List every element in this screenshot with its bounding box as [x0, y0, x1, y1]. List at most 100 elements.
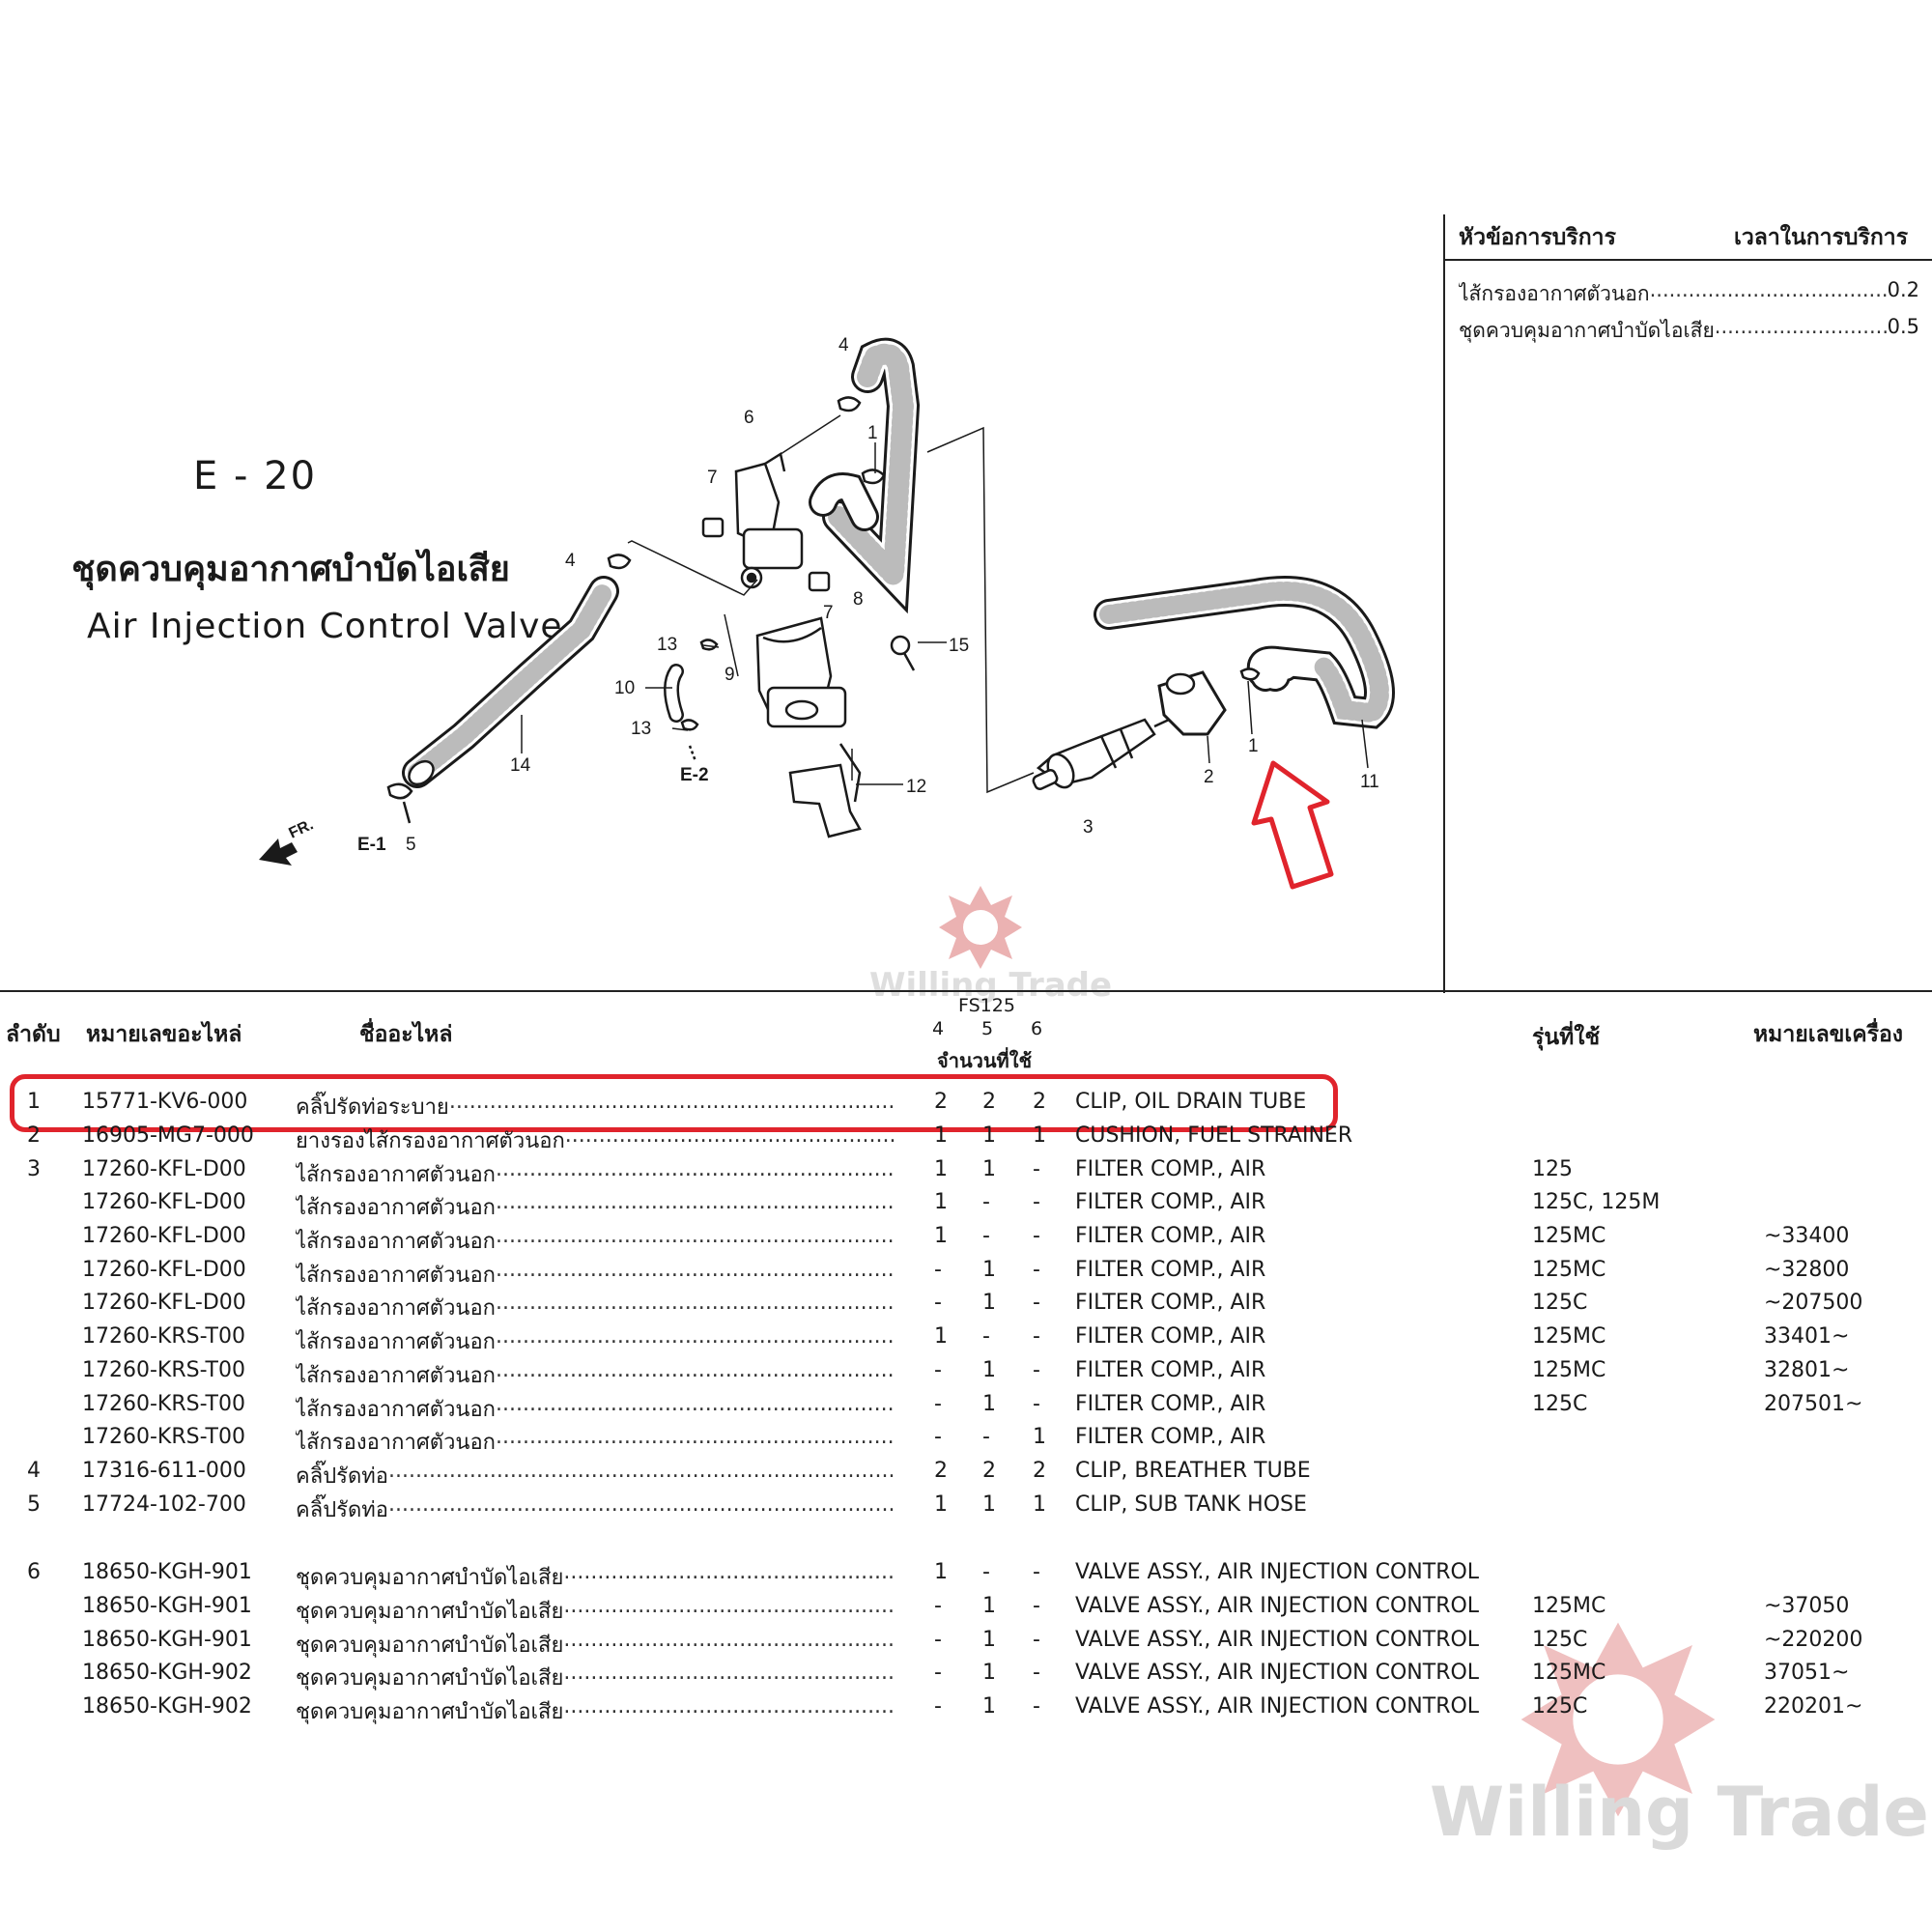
qty-5: -: [982, 1190, 990, 1214]
qty-6: -: [1033, 1661, 1040, 1685]
ref-number: 4: [27, 1459, 41, 1483]
model-used: 125MC: [1532, 1594, 1606, 1618]
qty-4: -: [934, 1628, 942, 1652]
service-box-rule: [1443, 259, 1932, 261]
part-name-thai: คลิ๊ปรัดท่อ: [296, 1498, 388, 1522]
service-item-header: หัวข้อการบริการ: [1459, 225, 1616, 250]
qty-6: -: [1033, 1594, 1040, 1618]
part-name-thai: ชุดควบคุมอากาศบำบัดไอเสีย: [296, 1600, 564, 1624]
page-title-thai: ชุดควบคุมอากาศบำบัดไอเสีย: [71, 550, 510, 589]
bracket-12: [788, 743, 862, 838]
part-name-thai-cell: ไส้กรองอากาศตัวนอก: [296, 1190, 895, 1224]
service-item: ชุดควบคุมอากาศบำบัดไอเสีย 0.5: [1459, 315, 1919, 347]
ref-number: 1: [27, 1090, 41, 1114]
part-name-thai: ชุดควบคุมอากาศบำบัดไอเสีย: [296, 1700, 564, 1724]
callout-label: 14: [510, 755, 531, 776]
qty-6: -: [1033, 1190, 1040, 1214]
valve-6: [734, 452, 804, 589]
grommet-7-a: [701, 517, 724, 538]
part-name-thai: คลิ๊ปรัดท่อระบาย: [296, 1095, 449, 1120]
leader-dots: [496, 1392, 895, 1426]
leader-dots: [563, 1628, 895, 1662]
leader-lines: [521, 414, 1369, 794]
qty-4: -: [934, 1694, 942, 1719]
part-name-thai: ไส้กรองอากาศตัวนอก: [296, 1196, 497, 1220]
leader-dots: [388, 1492, 895, 1526]
engine-number: 37051~: [1764, 1661, 1850, 1685]
qty-5: 1: [982, 1628, 996, 1652]
callout-label: 3: [1083, 817, 1094, 838]
part-name-thai: ยางรองไส้กรองอากาศตัวนอก: [296, 1129, 565, 1153]
service-item: ไส้กรองอากาศตัวนอก 0.2: [1459, 278, 1919, 310]
model-used: 125C: [1532, 1694, 1588, 1719]
part-number: 18650-KGH-901: [82, 1594, 252, 1618]
part-name-thai-cell: ชุดควบคุมอากาศบำบัดไอเสีย: [296, 1560, 895, 1594]
col-header-part-no: หมายเลขอะไหล่: [86, 1022, 242, 1047]
part-name-english: FILTER COMP., AIR: [1075, 1425, 1266, 1449]
part-name-thai-cell: ไส้กรองอากาศตัวนอก: [296, 1392, 895, 1426]
hose-11: [1094, 576, 1395, 729]
col-header-ref: ลำดับ: [6, 1022, 61, 1047]
leader-dots: [496, 1157, 895, 1191]
callout-label: 4: [565, 551, 576, 571]
clip-13-b: [680, 719, 699, 731]
clip-1-top: [861, 469, 886, 485]
callout-label: 8: [853, 589, 864, 610]
part-number: 17260-KFL-D00: [82, 1224, 246, 1248]
part-name-english: VALVE ASSY., AIR INJECTION CONTROL: [1075, 1694, 1480, 1719]
leader-dots: [1650, 278, 1888, 310]
qty-5: -: [982, 1560, 990, 1584]
clip-4-left: [607, 554, 632, 570]
part-name-thai-cell: ไส้กรองอากาศตัวนอก: [296, 1324, 895, 1358]
part-name-thai-cell: คลิ๊ปรัดท่อ: [296, 1459, 895, 1492]
engine-number: 207501~: [1764, 1392, 1863, 1416]
bolt-15: [890, 635, 916, 671]
callout-label: 9: [724, 665, 735, 685]
watermark-text-bottom: Willing Trade: [1430, 1773, 1929, 1852]
model-used: 125MC: [1532, 1358, 1606, 1382]
part-name-thai-cell: ไส้กรองอากาศตัวนอก: [296, 1157, 895, 1191]
part-number: 17260-KFL-D00: [82, 1258, 246, 1282]
qty-4: 1: [934, 1190, 948, 1214]
watermark-logo-top: [939, 886, 1022, 969]
section-reference: E-1: [357, 835, 386, 855]
exploded-parts-diagram: 1 1 2 3 4 4 5 6 7 7 8 9 10 11 12 13 13 1…: [259, 335, 1395, 890]
qty-4: 2: [934, 1459, 948, 1483]
callout-label: 6: [744, 408, 754, 428]
model-used: 125C: [1532, 1392, 1588, 1416]
page-title-english: Air Injection Control Valve: [87, 607, 563, 646]
qty-4: -: [934, 1392, 942, 1416]
part-name-english: FILTER COMP., AIR: [1075, 1157, 1266, 1181]
qty-5: -: [982, 1425, 990, 1449]
part-name-thai: ไส้กรองอากาศตัวนอก: [296, 1398, 497, 1422]
part-name-english: FILTER COMP., AIR: [1075, 1291, 1266, 1315]
callout-label: 13: [631, 719, 651, 739]
qty-5: 2: [982, 1090, 996, 1114]
qty-4: 1: [934, 1324, 948, 1349]
part-number: 18650-KGH-901: [82, 1628, 252, 1652]
part-name-english: CLIP, SUB TANK HOSE: [1075, 1492, 1307, 1517]
part-name-thai-cell: คลิ๊ปรัดท่อระบาย: [296, 1090, 895, 1123]
part-name-english: FILTER COMP., AIR: [1075, 1392, 1266, 1416]
qty-4: -: [934, 1358, 942, 1382]
service-time-header: เวลาในการบริการ: [1734, 225, 1909, 250]
callout-label: 5: [406, 835, 416, 855]
leader-dots: [449, 1090, 895, 1123]
part-name-thai-cell: ไส้กรองอากาศตัวนอก: [296, 1425, 895, 1459]
service-box-divider: [1443, 214, 1445, 993]
col-header-q5: 5: [981, 1018, 994, 1039]
table-row: 18650-KGH-901-1-VALVE ASSY., AIR INJECTI…: [0, 1628, 1932, 1661]
qty-4: 1: [934, 1224, 948, 1248]
qty-5: -: [982, 1324, 990, 1349]
leader-dots: [563, 1694, 895, 1728]
qty-6: 1: [1033, 1123, 1046, 1148]
col-header-engine: หมายเลขเครื่อง: [1753, 1022, 1904, 1047]
part-number: 17260-KFL-D00: [82, 1157, 246, 1181]
part-name-thai: ไส้กรองอากาศตัวนอก: [296, 1296, 497, 1321]
part-number: 17260-KRS-T00: [82, 1392, 245, 1416]
model-used: 125C, 125M: [1532, 1190, 1661, 1214]
qty-6: -: [1033, 1560, 1040, 1584]
